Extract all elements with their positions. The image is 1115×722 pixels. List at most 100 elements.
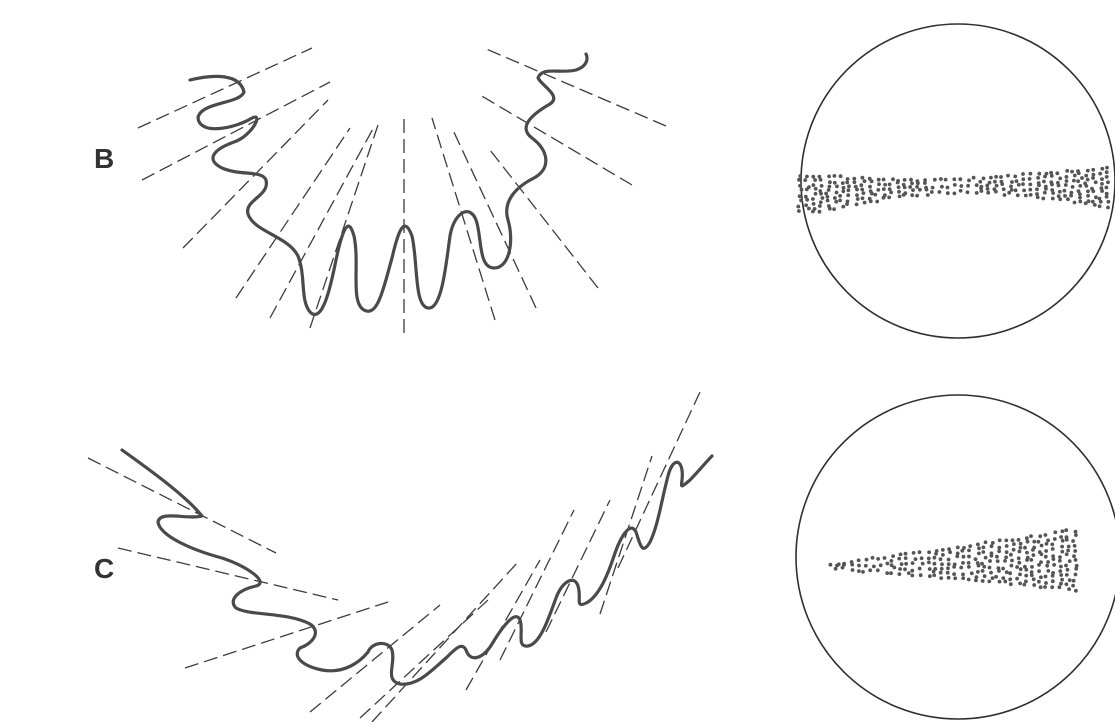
pole-dot bbox=[1037, 183, 1041, 187]
pole-dot bbox=[1061, 539, 1065, 543]
pole-dot bbox=[927, 550, 931, 554]
pole-dot bbox=[1106, 180, 1110, 184]
pole-dot bbox=[959, 566, 963, 570]
pole-dot bbox=[981, 569, 985, 573]
pole-dot bbox=[1001, 576, 1005, 580]
pole-dot bbox=[940, 185, 944, 189]
pole-dot bbox=[1008, 571, 1012, 575]
pole-dot bbox=[812, 202, 816, 206]
pole-dot bbox=[923, 181, 927, 185]
pole-dot bbox=[811, 175, 815, 179]
pole-dot bbox=[904, 562, 908, 566]
pole-dot bbox=[1036, 195, 1040, 199]
pole-dot bbox=[933, 556, 937, 560]
pole-dot bbox=[899, 553, 903, 557]
pole-dot bbox=[953, 192, 957, 196]
pole-dot bbox=[1003, 559, 1007, 563]
pole-dot bbox=[1069, 194, 1073, 198]
pole-dot bbox=[845, 202, 849, 206]
pole-dot bbox=[919, 573, 923, 577]
pole-dot bbox=[879, 563, 883, 567]
pole-dot bbox=[997, 549, 1001, 553]
pole-dot bbox=[1060, 578, 1064, 582]
axial-trace bbox=[480, 95, 632, 185]
pole-dot bbox=[832, 207, 836, 211]
pole-dot bbox=[982, 565, 986, 569]
pole-dot bbox=[1024, 194, 1028, 198]
pole-dot bbox=[1022, 189, 1026, 193]
pole-dot bbox=[947, 576, 951, 580]
pole-dot bbox=[819, 192, 823, 196]
pole-dot bbox=[1024, 568, 1028, 572]
pole-dot bbox=[1068, 578, 1072, 582]
pole-dot bbox=[1051, 197, 1055, 201]
pole-dot bbox=[967, 549, 971, 553]
pole-dot bbox=[977, 564, 981, 568]
pole-dot bbox=[1035, 192, 1039, 196]
pole-dot bbox=[953, 183, 957, 187]
pole-dot bbox=[941, 553, 945, 557]
pole-dot bbox=[819, 200, 823, 204]
pole-dot bbox=[994, 190, 998, 194]
pole-dot bbox=[1032, 553, 1036, 557]
pole-dot bbox=[981, 579, 985, 583]
pole-dot bbox=[1060, 550, 1064, 554]
pole-dot bbox=[1091, 176, 1095, 180]
pole-dot bbox=[909, 178, 913, 182]
pole-dot bbox=[1074, 558, 1078, 562]
pole-dot bbox=[1100, 167, 1104, 171]
pole-dot bbox=[865, 558, 869, 562]
pole-dot bbox=[1067, 587, 1071, 591]
pole-dot bbox=[1018, 582, 1022, 586]
pole-dot bbox=[925, 188, 929, 192]
pole-dot bbox=[798, 174, 802, 178]
pole-dot bbox=[1093, 203, 1097, 207]
pole-dot bbox=[995, 555, 999, 559]
pole-dot bbox=[939, 571, 943, 575]
pole-dot bbox=[1004, 555, 1008, 559]
pole-dot bbox=[841, 205, 845, 209]
pole-dot bbox=[1003, 193, 1007, 197]
pole-dot bbox=[968, 544, 972, 548]
pole-dot bbox=[932, 570, 936, 574]
pole-dot bbox=[1078, 192, 1082, 196]
pole-dot bbox=[997, 546, 1001, 550]
pole-dot bbox=[1002, 187, 1006, 191]
pole-dot bbox=[1058, 555, 1062, 559]
pole-dot bbox=[1039, 585, 1043, 589]
pole-dot bbox=[861, 570, 865, 574]
pole-dot bbox=[1074, 533, 1078, 537]
pole-dot bbox=[861, 196, 865, 200]
pole-dot bbox=[1086, 189, 1090, 193]
pole-dot bbox=[981, 550, 985, 554]
pole-dot bbox=[1065, 582, 1069, 586]
pole-dot bbox=[1065, 573, 1069, 577]
pole-dot bbox=[990, 544, 994, 548]
pole-dot bbox=[910, 569, 914, 573]
pole-dot bbox=[986, 187, 990, 191]
pole-dot bbox=[1063, 194, 1067, 198]
pole-dot bbox=[1086, 194, 1090, 198]
pole-dot bbox=[835, 191, 839, 195]
pole-dot bbox=[1045, 542, 1049, 546]
pole-dot bbox=[939, 177, 943, 181]
pole-dot bbox=[869, 199, 873, 203]
pole-dot bbox=[829, 563, 833, 567]
pole-dot bbox=[1051, 579, 1055, 583]
pole-dot bbox=[805, 175, 809, 179]
pole-dot bbox=[1044, 533, 1048, 537]
pole-dot bbox=[974, 557, 978, 561]
pole-dot bbox=[870, 179, 874, 183]
axial-trace bbox=[88, 458, 276, 553]
pole-dot bbox=[1105, 175, 1109, 179]
pole-dot bbox=[1028, 177, 1032, 181]
pole-dot bbox=[856, 197, 860, 201]
pole-dot bbox=[927, 557, 931, 561]
pole-dot bbox=[928, 574, 932, 578]
pole-dot bbox=[1073, 544, 1077, 548]
pole-dot bbox=[1040, 544, 1044, 548]
pole-dot bbox=[987, 580, 991, 584]
pole-dot bbox=[911, 561, 915, 565]
pole-dot bbox=[1037, 540, 1041, 544]
